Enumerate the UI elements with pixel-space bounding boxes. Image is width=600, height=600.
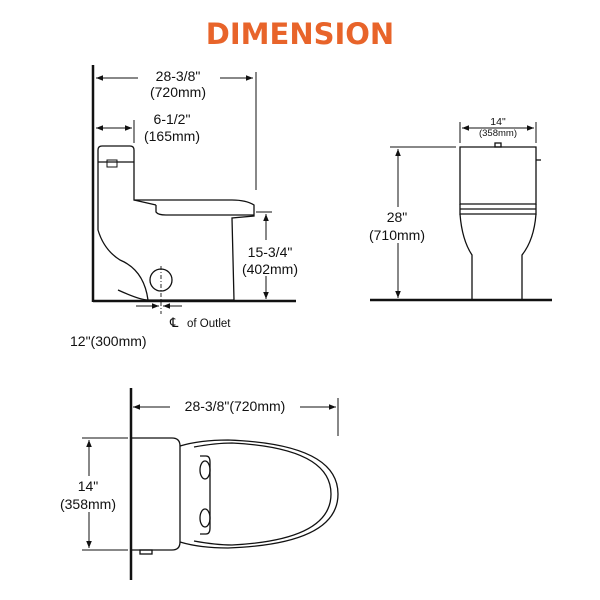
top-depth-label: 28-3/8"(720mm) (185, 398, 286, 414)
top-toilet-outline (131, 437, 339, 555)
top-width-mm: (358mm) (60, 496, 116, 512)
flush-button (106, 159, 118, 168)
tank-offset-mm: (165mm) (144, 128, 200, 144)
centerline-symbol: ℄ (169, 315, 179, 330)
side-depth-mm: (720mm) (150, 84, 206, 100)
front-height-mm: (710mm) (369, 227, 425, 243)
side-toilet-outline (97, 145, 255, 301)
top-width-in: 14" (78, 478, 99, 494)
side-view: 28-3/8" (720mm) 6-1/2" (165mm) 15-3/4" (… (70, 65, 306, 349)
front-toilet-outline (459, 142, 541, 300)
front-width-in: 14" (490, 116, 506, 128)
outlet-label: of Outlet (187, 318, 231, 330)
seat-height-in: 15-3/4" (248, 244, 293, 260)
front-height-in: 28" (387, 209, 408, 225)
front-width-mm: (358mm) (479, 128, 517, 139)
rough-in-label: 12"(300mm) (70, 333, 147, 349)
side-depth-in: 28-3/8" (156, 68, 201, 84)
page-title: DIMENSION (206, 17, 394, 51)
tank-offset-in: 6-1/2" (154, 111, 191, 127)
seat-height-mm: (402mm) (242, 261, 298, 277)
front-view: 14" (358mm) 28" (710mm) (362, 116, 552, 302)
top-view: 28-3/8"(720mm) 14" (358mm) (54, 388, 339, 580)
